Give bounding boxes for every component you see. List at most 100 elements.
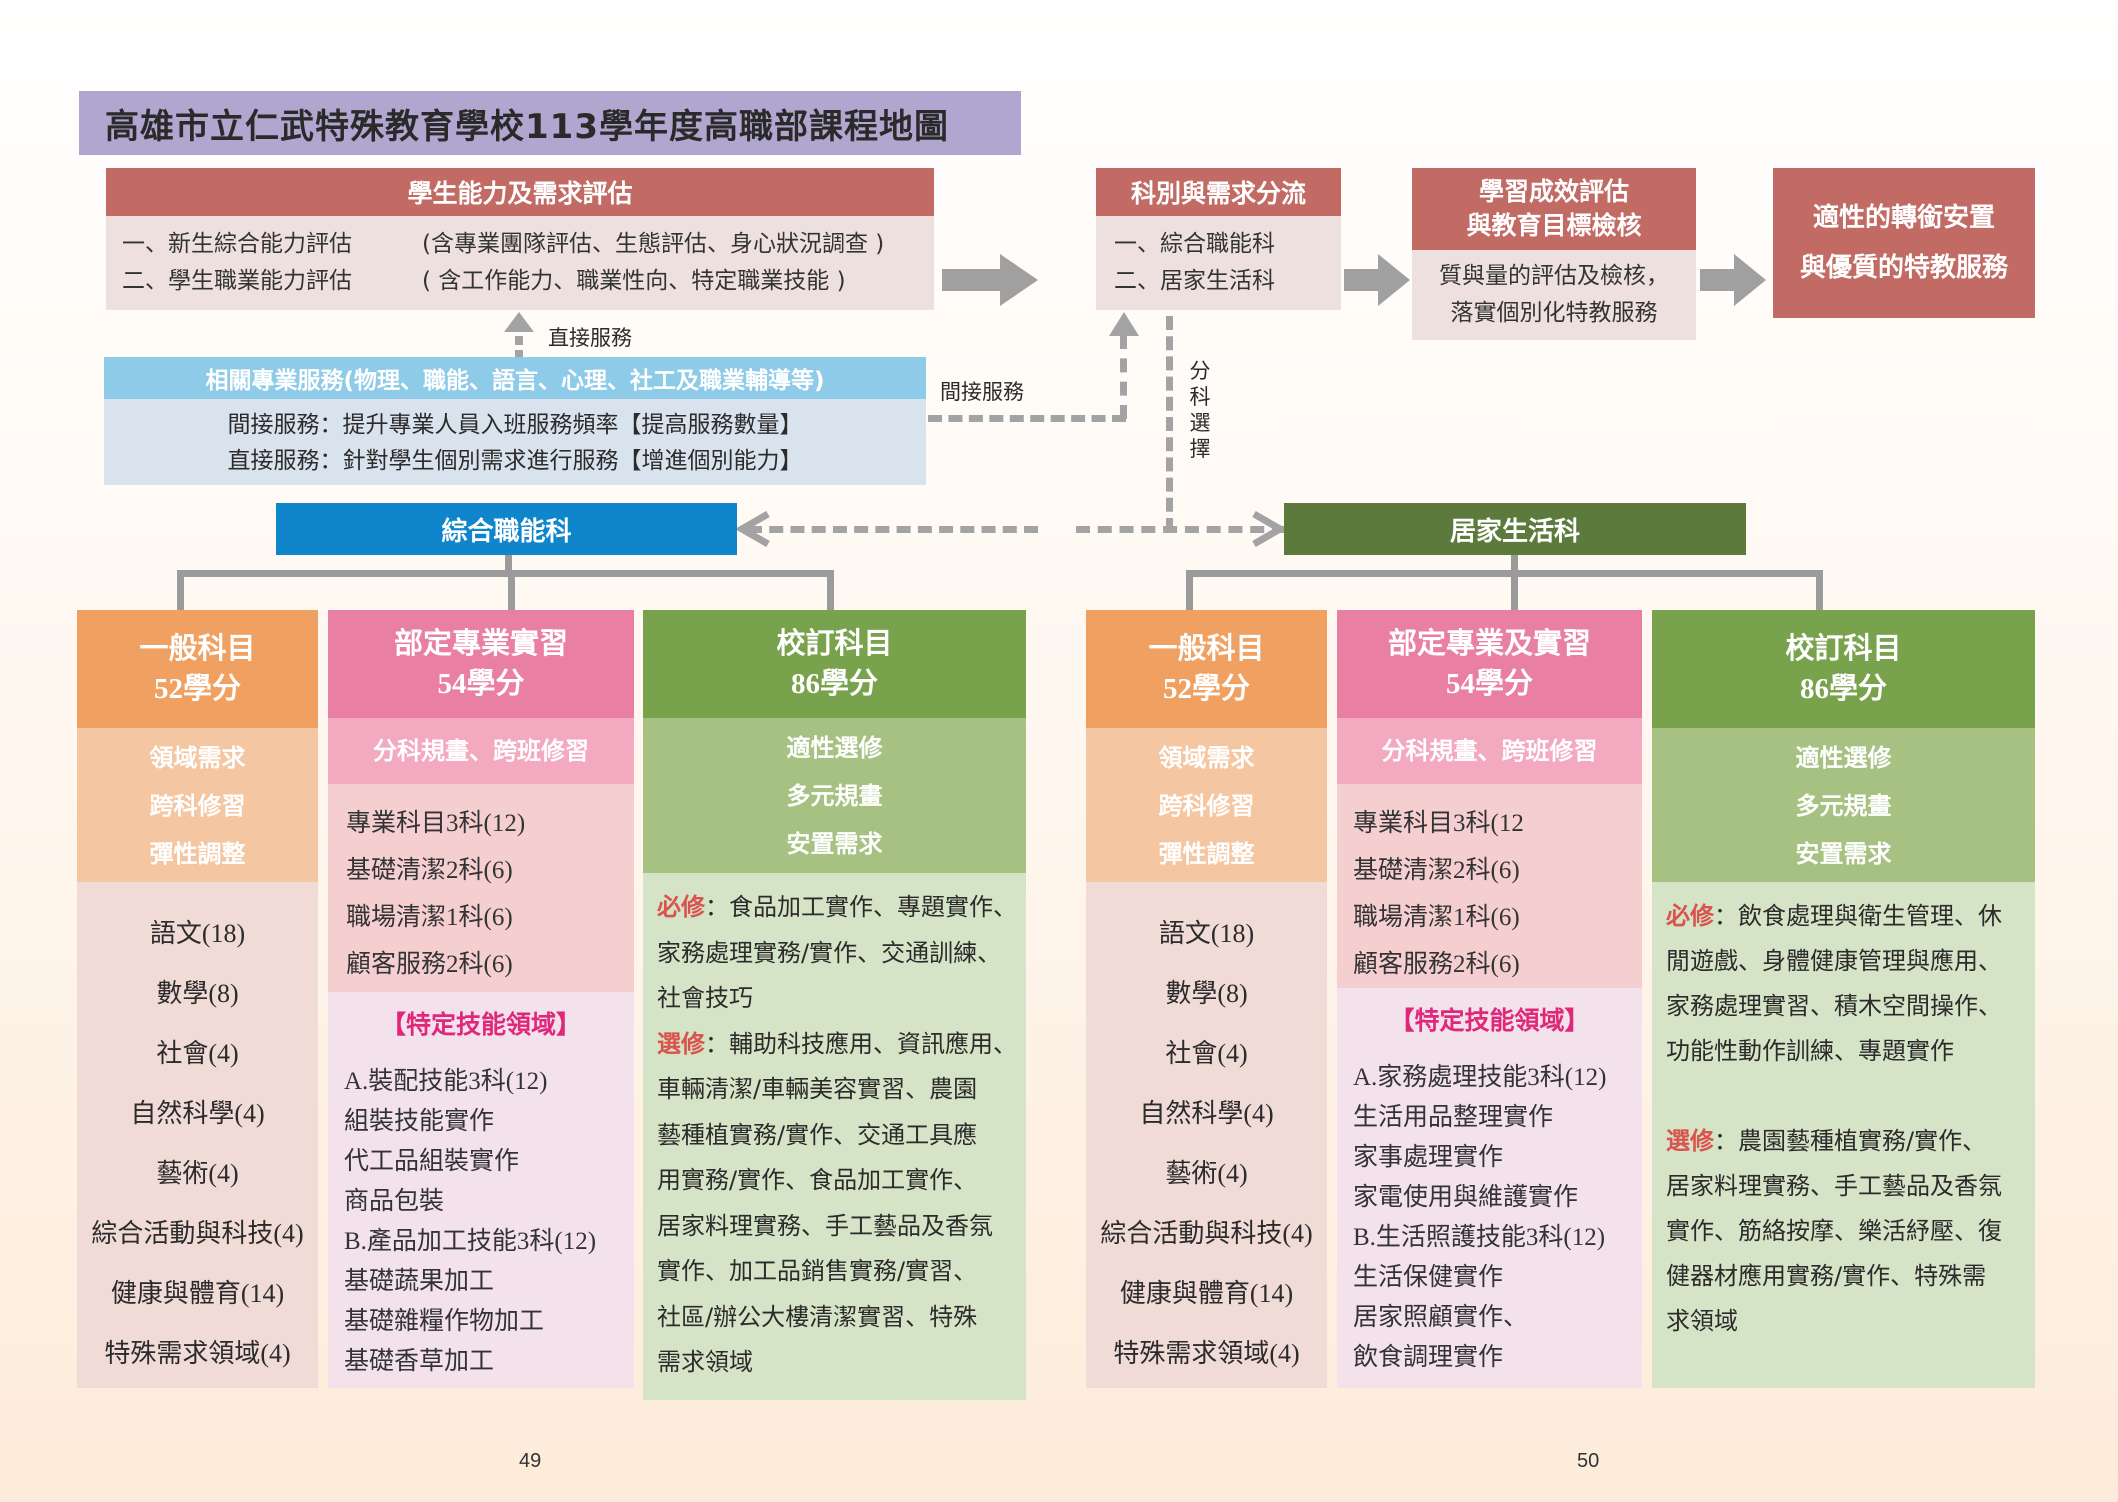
detail-line: 實作、筋絡按摩、樂活紓壓、復	[1666, 1217, 2002, 1245]
assessment-row-right: (含專業團隊評估、生態評估、身心狀況調查 )	[422, 231, 885, 257]
list-item: 職場清潔1科(6)	[1353, 904, 1520, 931]
general-subjects-list: 語文(18) 數學(8) 社會(4) 自然科學(4) 藝術(4) 綜合活動與科技…	[77, 882, 318, 1388]
column-credits: 54學分	[437, 668, 525, 700]
arrow-up-icon	[1109, 312, 1139, 336]
detail-line: ：農園藝種植實務/實作、	[1714, 1127, 1987, 1155]
list-item: 居家照顧實作、	[1353, 1304, 1529, 1331]
tree-connector	[1816, 570, 1823, 610]
tree-connector	[177, 570, 834, 577]
elective-label: 選修	[657, 1029, 705, 1058]
practice-header: 部定專業及實習 54學分	[1337, 610, 1642, 718]
tree-connector	[1511, 570, 1518, 610]
related-row: 間接服務：提升專業人員入班服務頻率【提高服務數量】	[227, 412, 803, 438]
page-title: 高雄市立仁武特殊教育學校113學年度高職部課程地圖	[79, 91, 1021, 155]
list-item: 家事處理實作	[1353, 1144, 1504, 1171]
list-item: 基礎蔬果加工	[344, 1268, 495, 1295]
assessment-row-left: 二、學生職業能力評估	[122, 268, 352, 294]
general-subjects-sub: 領域需求 跨科修習 彈性調整	[77, 728, 318, 882]
school-subjects-detail: 必修：食品加工實作、專題實作、 家務處理實務/實作、交通訓練、 社會技巧 選修：…	[643, 873, 1026, 1400]
general-subjects-list: 語文(18) 數學(8) 社會(4) 自然科學(4) 藝術(4) 綜合活動與科技…	[1086, 882, 1327, 1388]
indirect-service-label: 間接服務	[940, 380, 1024, 404]
school-subjects-header: 校訂科目 86學分	[1652, 610, 2035, 728]
list-item: 基礎清潔2科(6)	[346, 857, 513, 884]
column-credits: 86學分	[1799, 673, 1887, 705]
list-item: 健康與體育(14)	[110, 1279, 285, 1308]
arrow-right-icon	[942, 254, 1038, 306]
tree-connector	[1186, 570, 1823, 577]
list-item: 藝術(4)	[156, 1159, 239, 1188]
list-item: A.家務處理技能3科(12)	[1353, 1064, 1607, 1091]
detail-line: 藝種植實務/實作、交通工具應	[657, 1120, 978, 1149]
column-title: 部定專業實習	[393, 628, 568, 660]
sub-line: 多元規畫	[786, 782, 883, 810]
assessment-body: 一、新生綜合能力評估 (含專業團隊評估、生態評估、身心狀況調查 ) 二、學生職業…	[106, 216, 934, 310]
general-subjects-header: 一般科目 52學分	[1086, 610, 1327, 728]
list-item: B.產品加工技能3科(12)	[344, 1228, 597, 1255]
tree-connector	[508, 570, 515, 610]
school-subjects-header: 校訂科目 86學分	[643, 610, 1026, 718]
column-credits: 52學分	[153, 673, 241, 705]
column-title: 部定專業及實習	[1387, 628, 1591, 660]
list-item: 商品包裝	[344, 1188, 445, 1215]
assessment-row-right: ( 含工作能力、職業性向、特定職業技能 )	[422, 268, 846, 294]
sub-line: 適性選修	[786, 734, 883, 762]
sub-line: 跨科修習	[1158, 792, 1255, 820]
detail-line: 用實務/實作、食品加工實作、	[657, 1166, 978, 1194]
evaluation-row: 落實個別化特教服務	[1450, 300, 1658, 326]
list-item: 數學(8)	[156, 979, 239, 1008]
dept-header-vocational: 綜合職能科	[276, 503, 737, 555]
elective-label: 選修	[1666, 1127, 1714, 1155]
detail-line: 閒遊戲、身體健康管理與應用、	[1666, 947, 2002, 975]
detail-line: 功能性動作訓練、專題實作	[1666, 1037, 1954, 1065]
practice-sub: 分科規畫、跨班修習	[1337, 718, 1642, 784]
list-item: 語文(18)	[149, 919, 246, 948]
arrow-left-icon	[736, 511, 770, 547]
split-connector	[1166, 316, 1173, 532]
arrow-up-icon	[504, 312, 534, 359]
detail-line: 家務處理實務/實作、交通訓練、	[657, 938, 1002, 967]
list-item: 社會(4)	[1165, 1039, 1248, 1068]
required-label: 必修	[657, 893, 705, 921]
practice-list: 專業科目3科(12 基礎清潔2科(6) 職場清潔1科(6) 顧客服務2科(6)	[1337, 784, 1642, 988]
list-item: 顧客服務2科(6)	[1353, 951, 1520, 978]
list-item: 綜合活動與科技(4)	[91, 1219, 304, 1248]
detail-line: ：食品加工實作、專題實作、	[705, 893, 1017, 921]
list-item: 家電使用與維護實作	[1353, 1184, 1579, 1211]
sub-line: 安置需求	[786, 830, 883, 858]
tree-connector	[1186, 570, 1193, 610]
indirect-connector	[1120, 335, 1127, 419]
sub-line: 彈性調整	[149, 840, 246, 868]
detail-line: 居家料理實務、手工藝品及香氛	[1666, 1172, 2002, 1200]
list-item: 特殊需求領域(4)	[1113, 1339, 1300, 1368]
detail-line: 社區/辦公大樓清潔實習、特殊	[657, 1302, 978, 1331]
list-item: 專業科目3科(12	[1353, 810, 1524, 837]
list-item: 自然科學(4)	[130, 1099, 265, 1128]
column-credits: 54學分	[1445, 668, 1533, 700]
list-item: 生活保健實作	[1353, 1264, 1504, 1291]
sub-line: 跨科修習	[149, 792, 246, 820]
placement-line: 適性的轉銜安置	[1812, 203, 1995, 233]
sub-line: 多元規畫	[1795, 792, 1892, 820]
evaluation-body: 質與量的評估及檢核， 落實個別化特教服務	[1412, 250, 1696, 340]
special-skills: 【特定技能領域】 A.裝配技能3科(12) 組裝技能實作 代工品組裝實作 商品包…	[328, 992, 634, 1388]
sub-line: 領域需求	[149, 744, 246, 772]
detail-line: 實作、加工品銷售實務/實習、	[657, 1257, 978, 1285]
detail-line: 車輛清潔/車輛美容實習、農園	[657, 1075, 978, 1103]
arrow-right-icon	[1344, 254, 1410, 306]
direct-service-label: 直接服務	[548, 326, 632, 350]
list-item: 健康與體育(14)	[1119, 1279, 1294, 1308]
general-subjects-header: 一般科目 52學分	[77, 610, 318, 728]
required-label: 必修	[1666, 902, 1714, 930]
assessment-header: 學生能力及需求評估	[106, 168, 934, 216]
detail-line: 求領域	[1666, 1307, 1738, 1335]
list-item: 職場清潔1科(6)	[346, 904, 513, 931]
tree-connector	[177, 570, 184, 610]
detail-line: 居家料理實務、手工藝品及香氛	[657, 1211, 993, 1240]
special-title: 【特定技能領域】	[380, 1012, 581, 1039]
practice-list: 專業科目3科(12) 基礎清潔2科(6) 職場清潔1科(6) 顧客服務2科(6)	[328, 784, 634, 992]
dept-header-home-living: 居家生活科	[1284, 503, 1746, 555]
list-item: 顧客服務2科(6)	[346, 951, 513, 978]
column-credits: 86學分	[790, 668, 878, 700]
dept-connector	[748, 526, 1038, 533]
placement-box: 適性的轉銜安置 與優質的特教服務	[1773, 168, 2035, 318]
